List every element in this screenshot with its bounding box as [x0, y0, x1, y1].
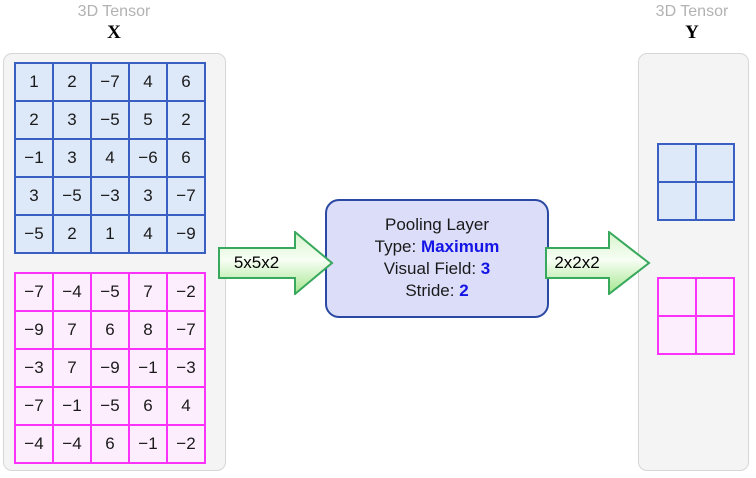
- pooling-layer-title: Pooling Layer: [385, 215, 489, 234]
- matrix-cell: 6: [91, 425, 129, 463]
- matrix-cell: −5: [15, 215, 53, 253]
- matrix-cell: −3: [15, 349, 53, 387]
- matrix-cell: [658, 278, 696, 316]
- matrix-cell: [696, 278, 734, 316]
- matrix-cell: −5: [91, 387, 129, 425]
- output-tensor-panel: [638, 53, 749, 471]
- visual-field-value: 3: [480, 259, 491, 278]
- output-tensor-symbol: Y: [685, 22, 699, 43]
- pooling-type-label: Type:: [374, 237, 421, 256]
- matrix-cell: −9: [167, 215, 205, 253]
- matrix-cell: −2: [167, 425, 205, 463]
- input-tensor-title: 3D Tensor X: [39, 2, 189, 43]
- matrix-cell: 4: [129, 215, 167, 253]
- matrix-cell: −4: [53, 425, 91, 463]
- matrix-cell: 1: [91, 215, 129, 253]
- output-matrix-channel-1: [657, 143, 735, 221]
- pooling-layer-box: Pooling Layer Type: Maximum Visual Field…: [325, 199, 549, 318]
- matrix-cell: [696, 316, 734, 354]
- matrix-cell: 6: [91, 311, 129, 349]
- matrix-cell: −9: [91, 349, 129, 387]
- matrix-cell: −1: [15, 139, 53, 177]
- matrix-cell: 3: [53, 139, 91, 177]
- input-arrow: 5x5x2: [218, 231, 334, 295]
- matrix-cell: 3: [15, 177, 53, 215]
- matrix-cell: −2: [167, 273, 205, 311]
- output-matrix-channel-2: [657, 277, 735, 355]
- matrix-cell: −4: [53, 273, 91, 311]
- matrix-cell: 3: [53, 101, 91, 139]
- matrix-cell: 7: [53, 349, 91, 387]
- input-arrow-label: 5x5x2: [233, 253, 280, 272]
- matrix-cell: 4: [91, 139, 129, 177]
- visual-field-line: Visual Field: 3: [327, 258, 547, 280]
- matrix-cell: [658, 182, 696, 220]
- matrix-cell: [696, 144, 734, 182]
- matrix-cell: 6: [167, 63, 205, 101]
- matrix-cell: 4: [129, 63, 167, 101]
- matrix-cell: −4: [15, 425, 53, 463]
- matrix-cell: [696, 182, 734, 220]
- output-arrow: 2x2x2: [545, 231, 651, 295]
- matrix-cell: −3: [167, 349, 205, 387]
- matrix-cell: [658, 316, 696, 354]
- matrix-cell: 2: [15, 101, 53, 139]
- output-tensor-label: 3D Tensor: [655, 3, 729, 20]
- matrix-cell: 4: [167, 387, 205, 425]
- matrix-cell: −7: [15, 273, 53, 311]
- matrix-cell: −7: [91, 63, 129, 101]
- matrix-cell: −1: [129, 425, 167, 463]
- stride-line: Stride: 2: [327, 280, 547, 302]
- stride-value: 2: [459, 281, 469, 300]
- matrix-cell: −7: [167, 177, 205, 215]
- pooling-type-value: Maximum: [420, 237, 500, 256]
- pooling-type-line: Type: Maximum: [327, 236, 547, 258]
- right-arrow-icon: [545, 231, 651, 295]
- matrix-cell: 6: [167, 139, 205, 177]
- matrix-cell: 5: [129, 101, 167, 139]
- matrix-cell: −9: [15, 311, 53, 349]
- matrix-cell: 3: [129, 177, 167, 215]
- matrix-cell: 2: [53, 215, 91, 253]
- matrix-cell: −1: [129, 349, 167, 387]
- matrix-cell: 8: [129, 311, 167, 349]
- matrix-cell: 7: [53, 311, 91, 349]
- input-tensor-symbol: X: [107, 22, 121, 43]
- output-arrow-label: 2x2x2: [554, 253, 600, 272]
- matrix-cell: −5: [91, 101, 129, 139]
- matrix-cell: 7: [129, 273, 167, 311]
- right-arrow-icon: [218, 231, 334, 295]
- matrix-cell: −5: [91, 273, 129, 311]
- matrix-cell: −7: [15, 387, 53, 425]
- matrix-cell: [658, 144, 696, 182]
- matrix-cell: −5: [53, 177, 91, 215]
- matrix-cell: 1: [15, 63, 53, 101]
- matrix-cell: −3: [91, 177, 129, 215]
- matrix-cell: −1: [53, 387, 91, 425]
- visual-field-label: Visual Field:: [383, 259, 481, 278]
- output-tensor-title: 3D Tensor Y: [617, 2, 756, 43]
- input-tensor-label: 3D Tensor: [77, 3, 151, 20]
- stride-label: Stride:: [405, 281, 460, 300]
- matrix-cell: 2: [167, 101, 205, 139]
- matrix-cell: −6: [129, 139, 167, 177]
- matrix-cell: 6: [129, 387, 167, 425]
- matrix-cell: −7: [167, 311, 205, 349]
- matrix-cell: 2: [53, 63, 91, 101]
